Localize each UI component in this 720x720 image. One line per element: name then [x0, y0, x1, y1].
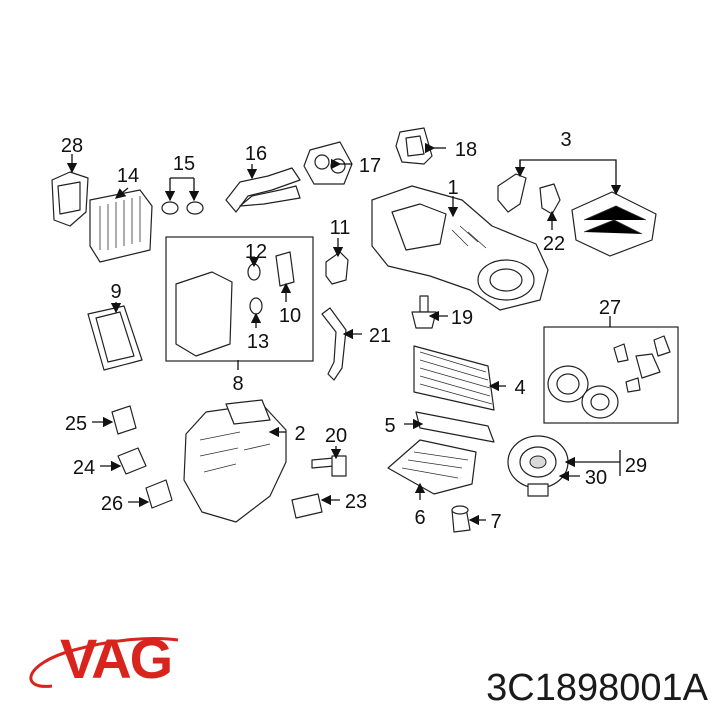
- callout-1: 1: [447, 177, 458, 199]
- part-22-bracket: [539, 183, 561, 215]
- part-19-bolt: [411, 295, 437, 329]
- callout-3: 3: [560, 129, 571, 151]
- part-21-hose: [321, 307, 347, 381]
- part-number: 3C1898001A: [486, 667, 709, 709]
- part-4-flap: [413, 345, 495, 411]
- callout-20: 20: [325, 425, 347, 447]
- callout-19: 19: [451, 307, 473, 329]
- part-11-sensor: [325, 251, 349, 285]
- part-28-bracket: [51, 171, 89, 227]
- part-29-blower: [507, 435, 569, 497]
- part-6-tray: [387, 439, 477, 495]
- part-2-housing: [183, 399, 287, 523]
- callout-4: 4: [514, 377, 525, 399]
- callout-25: 25: [65, 413, 87, 435]
- group-box-8: [165, 236, 314, 362]
- callout-29: 29: [625, 455, 647, 477]
- callout-8: 8: [232, 373, 243, 395]
- callout-labels: 1 2 3 4 5 6 7 8 9 10 11 12 13 14 15 16 1…: [61, 129, 647, 533]
- logo-swoosh: [29, 636, 179, 688]
- callout-17: 17: [359, 155, 381, 177]
- part-1-housing: [371, 185, 549, 311]
- logo-text: VAG: [60, 627, 171, 690]
- callout-16: 16: [245, 143, 267, 165]
- callout-26: 26: [101, 493, 123, 515]
- part-26-clip: [145, 479, 173, 509]
- callout-27: 27: [599, 297, 621, 319]
- callout-9: 9: [110, 281, 121, 303]
- part-23-module: [291, 493, 323, 519]
- vag-logo: VAG: [29, 627, 179, 690]
- callout-14: 14: [117, 165, 139, 187]
- part-15-clamps: [161, 201, 204, 215]
- callout-15: 15: [173, 153, 195, 175]
- callout-24: 24: [73, 457, 95, 479]
- part-17-gasket: [303, 141, 353, 185]
- part-27-motor-set: [547, 335, 671, 419]
- callout-22: 22: [543, 233, 565, 255]
- callout-13: 13: [247, 331, 269, 353]
- part-18-seal: [395, 127, 433, 165]
- part-9-filter: [87, 305, 143, 371]
- callout-6: 6: [414, 507, 425, 529]
- part-14-heater-core: [89, 189, 153, 263]
- part-8-evaporator: [175, 251, 295, 357]
- callout-7: 7: [490, 511, 501, 533]
- part-20-sensor: [311, 455, 347, 477]
- part-16-pipes: [225, 167, 301, 213]
- part-25-clip: [111, 405, 137, 435]
- callout-18: 18: [455, 139, 477, 161]
- callout-10: 10: [279, 305, 301, 327]
- callout-2: 2: [294, 423, 305, 445]
- callout-23: 23: [345, 491, 367, 513]
- callout-30: 30: [585, 467, 607, 489]
- callout-5: 5: [384, 415, 395, 437]
- callout-11: 11: [330, 217, 351, 239]
- part-5-strip: [415, 411, 495, 443]
- leader-lines: [66, 142, 622, 526]
- part-7-knob: [451, 505, 471, 533]
- part-24-clip: [117, 447, 147, 475]
- callout-28: 28: [61, 135, 83, 157]
- group-box-27: [543, 326, 679, 424]
- part-3-set: [497, 173, 657, 257]
- callout-21: 21: [369, 325, 391, 347]
- callout-12: 12: [245, 241, 267, 263]
